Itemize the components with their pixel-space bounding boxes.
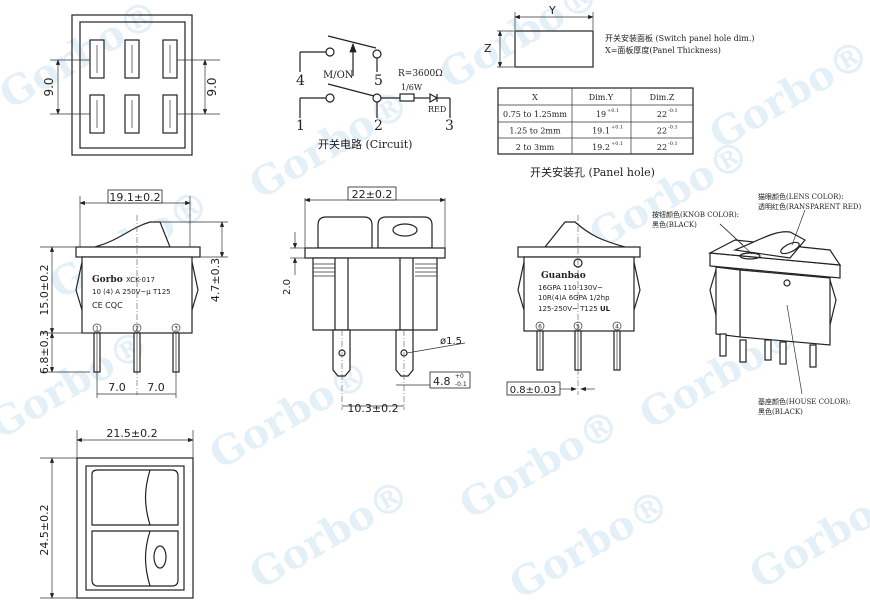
label-panel-hole-caption: 开关安装孔 (Panel hole) [530,165,655,179]
label-side-view-2-line2: 10R(4)A 6GPA 1/2hp [538,294,610,302]
pin-number-circle [132,323,142,333]
top-view: 21.5±0.2 24.5±0.2 [38,427,194,599]
table-cell: 22 [657,110,667,119]
label-perspective-knob2: 黑色(BLACK) [652,220,697,229]
label-side-view-1-pitch2: 7.0 [147,381,165,394]
table-cell: 0.75 to 1.25mm [503,110,567,119]
label-circuit-pins-4: 3 [445,118,454,134]
tolerance: +0.1 [611,125,623,131]
label-perspective-house2: 黑色(BLACK) [758,407,803,416]
label-perspective-lens2: 透明红色(RANSPARENT RED) [758,202,861,211]
label-panel-hole-table-headers-0: X [532,93,538,102]
label-side-view-1-knob-h: 4.7±0.3 [209,258,222,302]
label-side-view-2-line3: 125-250V~ T125 [538,305,598,313]
table-cell: 19 [596,110,606,119]
label-side-view-2-line1: 16GPA 110-130V~ [538,284,603,292]
label-side-view-1-height: 15.0±0.2 [38,264,51,315]
pin-number: 1 [95,326,99,333]
label-side-view-1-rating: 10 (4) A 250V~μ T125 [92,288,171,296]
label-front-view-hole: ø1.5 [440,336,462,347]
label-side-view-1-brand: Gorbo [92,275,123,285]
circuit-diagram: 4 5 1 2 3 M/ON R=3600Ω 1/6W RED 开关电路 (Ci… [296,35,454,151]
tolerance: +0.1 [607,108,619,114]
tolerance: -0.1 [668,125,678,131]
label-circuit-switch-label: M/ON [323,70,354,81]
tolerance: +0.1 [611,141,623,147]
bottom-view: 9.0 9.0 [42,14,220,156]
label-top-view-width: 21.5±0.2 [106,427,157,440]
label-watermark: Gorbo® [242,470,418,599]
table-cell: 2 to 3mm [516,143,555,152]
label-circuit-pins-1: 5 [374,73,383,89]
label-front-view-spacing: 10.3±0.2 [347,402,398,415]
label-circuit-resistor: R=3600Ω [398,69,443,79]
label-circuit-pins-0: 4 [296,73,305,89]
label-side-view-1-pitch1: 7.0 [108,381,126,394]
dim-9-right: 9.0 [205,77,219,96]
pin-number-circle [171,323,181,333]
label-watermark: Gorbo® [502,480,678,609]
tolerance: -0.1 [668,108,678,114]
label-front-view-tab-tol-dn: -0.1 [455,381,467,388]
pin-number: 3 [174,326,178,333]
label-perspective-lens1: 猫眼颜色(LENS COLOR): [758,192,843,201]
label-circuit-led: RED [428,105,446,114]
label-side-view-2-ul: UL [600,305,611,313]
label-perspective-knob1: 按钮颜色(KNOB COLOR): [652,210,739,219]
label-watermark: Gorbo® [742,470,870,599]
perspective-view: 猫眼颜色(LENS COLOR): 透明红色(RANSPARENT RED) 按… [652,192,861,416]
side-view-gorbo: 19.1±0.2 Gorbo XCK-017 10 (4) A 250V~μ T… [38,189,228,398]
label-front-view-plate: 2.0 [282,279,293,295]
tolerance: -0.1 [668,141,678,147]
front-view: 22±0.2 2.0 ø1.5 4.8 +0 -0.1 10.3±0.2 [282,186,471,415]
label-circuit-pins-2: 1 [296,118,305,134]
label-panel-hole-table-headers-1: Dim.Y [589,93,614,102]
side-view-guanbao: Guanbao 16GPA 110-130V~ 10R(4)A 6GPA 1/2… [506,215,641,396]
label-front-view-tab-tol-up: +0 [455,373,464,380]
label-front-view-width: 22±0.2 [352,188,393,201]
pin-number-circle [573,321,583,331]
table-cell: 19.2 [592,143,610,152]
table-cell: 1.25 to 2mm [509,127,561,136]
label-panel-hole-y-label: Y [548,4,556,17]
pin-number: 2 [135,326,139,333]
label-side-view-2-pin-w: 0.8±0.03 [510,385,557,396]
label-circuit-pins-3: 2 [374,118,383,134]
label-side-view-2-brand: Guanbao [541,271,586,281]
pin-number: 5 [576,324,580,331]
label-side-view-1-marks: CE CQC [92,301,123,310]
pin-number-circle [535,321,545,331]
label-panel-hole-table-headers-2: Dim.Z [650,93,675,102]
label-front-view-tab: 4.8 [433,375,451,388]
pin-number: 6 [538,324,542,331]
label-circuit-wattage: 1/6W [401,83,423,92]
table-cell: 22 [657,127,667,136]
label-side-view-1-pin-len: 6.8±0.3 [38,330,51,374]
label-watermark: Gorbo® [432,0,608,99]
panel-hole: Y Z 开关安装面板 (Switch panel hole dim.) X=面板… [484,4,755,179]
label-side-view-1-model: XCK-017 [126,276,155,284]
label-panel-hole-note2: X=面板厚度(Panel Thickness) [605,45,721,55]
label-perspective-house1: 基座颜色(HOUSE COLOR): [758,397,850,406]
pin-number: 4 [615,324,619,331]
table-cell: 19.1 [592,127,610,136]
label-watermark: Gorbo® [0,0,168,119]
label-side-view-1-width: 19.1±0.2 [109,191,160,204]
dim-9-left: 9.0 [42,77,56,96]
pin-number-circle [612,321,622,331]
label-panel-hole-z-label: Z [484,42,492,55]
pin-number-circle [92,323,102,333]
label-panel-hole-note1: 开关安装面板 (Switch panel hole dim.) [605,33,755,43]
circuit-caption: 开关电路 (Circuit) [318,137,412,151]
label-top-view-height: 24.5±0.2 [38,504,51,555]
table-cell: 22 [657,143,667,152]
